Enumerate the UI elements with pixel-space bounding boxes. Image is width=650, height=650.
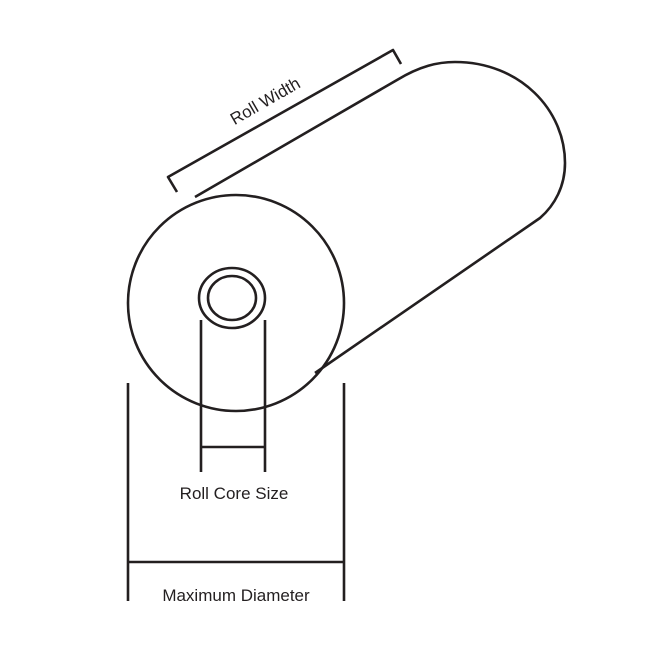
diameter-dimension (126, 383, 346, 601)
core-size-dimension (199, 320, 267, 472)
roll-front-face (126, 193, 346, 413)
roll-body-outline (194, 60, 567, 375)
core-outer-ring (197, 266, 267, 330)
maximum-diameter-label: Maximum Diameter (162, 586, 310, 605)
roll-width-label: Roll Width (227, 74, 304, 129)
core-inner-ring (206, 274, 258, 322)
roll-width-bracket (166, 48, 403, 193)
roll-core-size-label: Roll Core Size (180, 484, 289, 503)
